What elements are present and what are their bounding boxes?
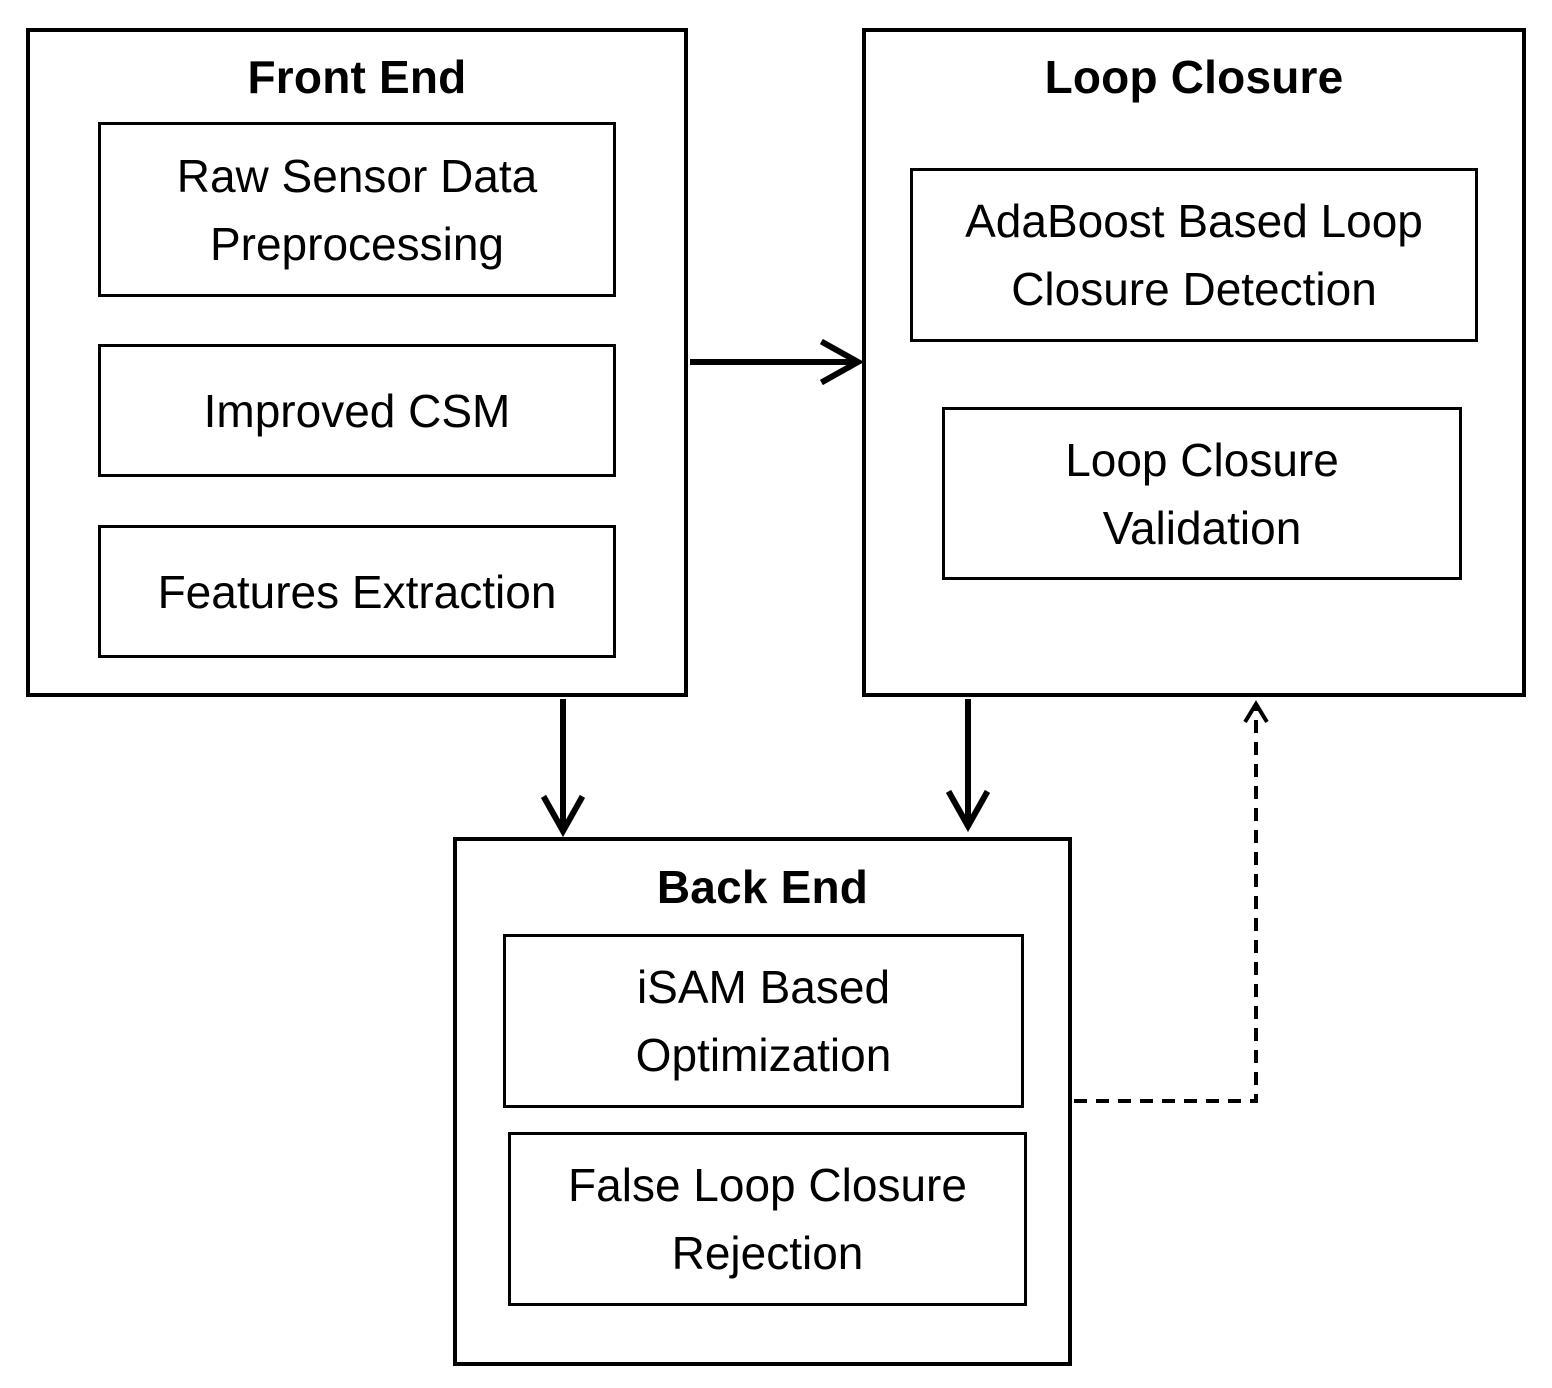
raw-sensor-data-preprocessing-box: Raw Sensor Data Preprocessing xyxy=(98,122,616,297)
front-end-title: Front End xyxy=(247,51,467,103)
dashed-arrow-back-end-to-loop-closure xyxy=(1074,700,1269,1103)
adaboost-loop-closure-detection-box: AdaBoost Based Loop Closure Detection xyxy=(910,168,1478,342)
loop-closure-group xyxy=(862,28,1526,697)
improved-csm-box: Improved CSM xyxy=(98,344,616,477)
arrow-front-end-to-loop-closure xyxy=(690,338,865,386)
isam-based-optimization-box: iSAM Based Optimization xyxy=(503,934,1024,1108)
arrow-front-end-to-back-end xyxy=(540,699,586,838)
arrow-loop-closure-to-back-end xyxy=(945,699,991,833)
loop-closure-title: Loop Closure xyxy=(1044,51,1344,103)
false-loop-closure-rejection-box: False Loop Closure Rejection xyxy=(508,1132,1027,1306)
back-end-title: Back End xyxy=(656,861,869,913)
features-extraction-box: Features Extraction xyxy=(98,525,616,658)
loop-closure-validation-box: Loop Closure Validation xyxy=(942,407,1462,580)
